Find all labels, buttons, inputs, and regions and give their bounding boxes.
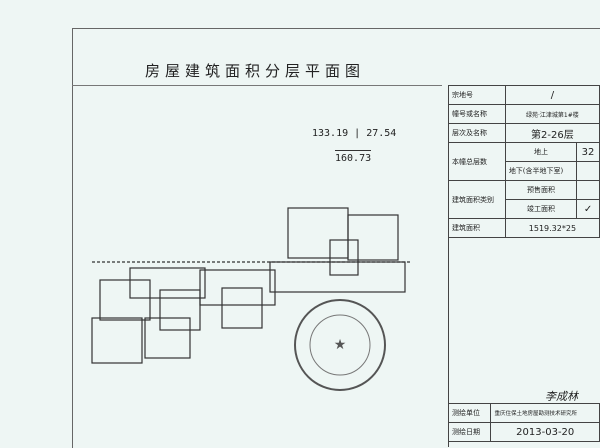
page-title: 房屋建筑面积分层平面图: [145, 62, 366, 80]
handwritten-sum: 160.73: [335, 150, 372, 164]
area-type-label: 建筑面积类别: [448, 180, 506, 219]
area-value: 1519.32*25: [504, 218, 600, 238]
title-rule: [72, 85, 442, 86]
date-value: 2013-03-20: [490, 422, 600, 442]
info-table: 宗地号/ 幢号或名称绿苑·江津城第1#楼 层次及名称第2-26层 本幢总层数地上…: [448, 85, 600, 238]
official-stamp: ★: [294, 299, 386, 391]
document-sheet: [72, 28, 600, 448]
table-divider: [448, 85, 449, 447]
svg-text:★: ★: [334, 337, 347, 353]
date-label: 测绘日期: [447, 422, 492, 442]
handwritten-note: 133.19 | 27.54: [312, 128, 397, 139]
total-floors-label: 本幢总层数: [448, 142, 506, 181]
signature: 李成林: [545, 390, 578, 403]
